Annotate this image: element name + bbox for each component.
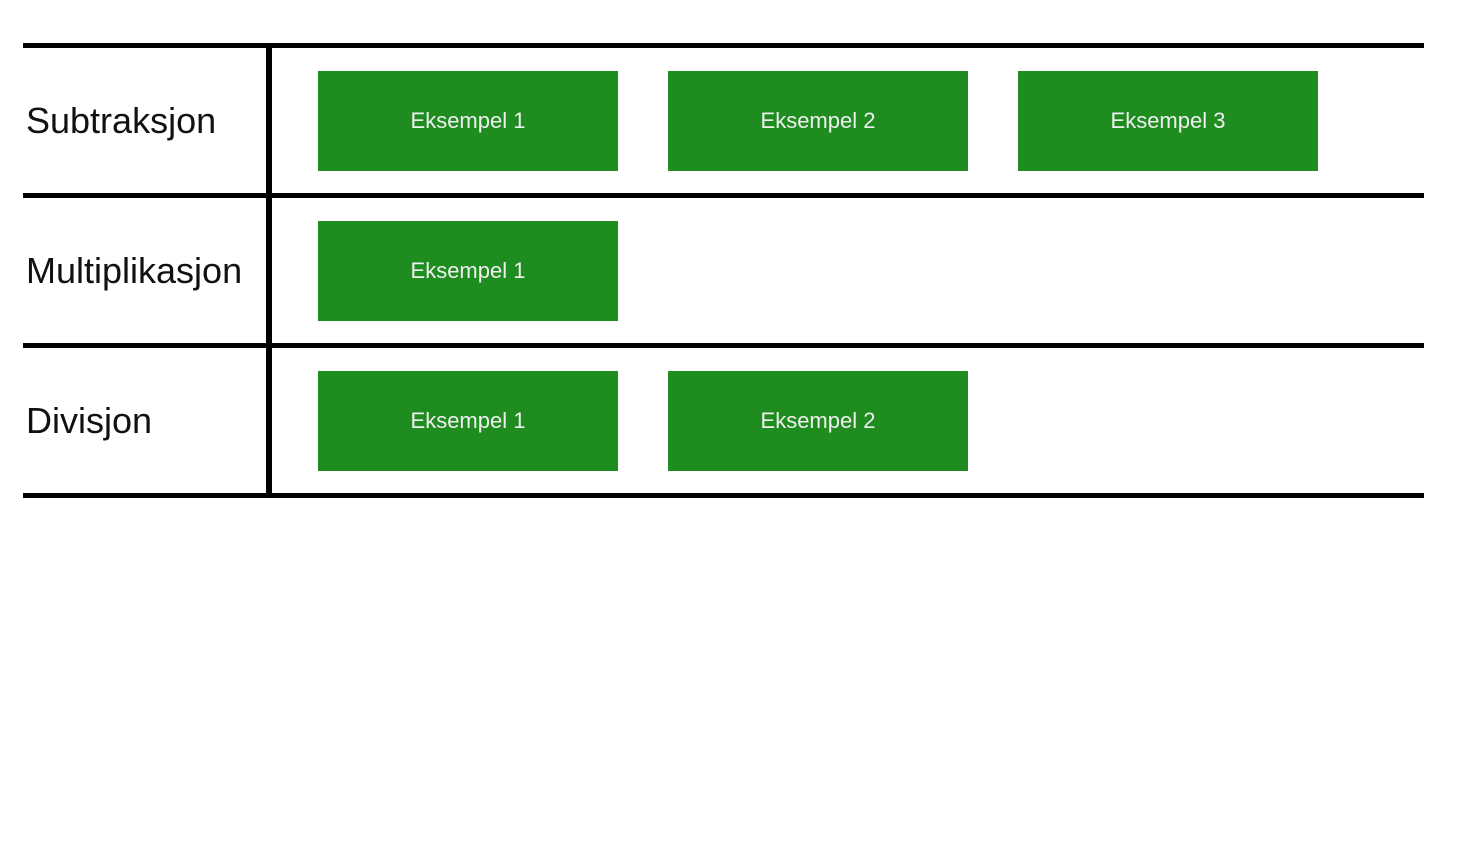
- eksempel-button[interactable]: Eksempel 1: [318, 220, 618, 321]
- eksempel-button[interactable]: Eksempel 3: [1018, 70, 1318, 171]
- row-content-cell: Eksempel 1 Eksempel 2: [272, 348, 1424, 493]
- row-label: Multiplikasjon: [26, 249, 243, 291]
- row-label-cell: Subtraksjon: [23, 48, 272, 193]
- table-row-divisjon: Divisjon Eksempel 1 Eksempel 2: [23, 348, 1424, 493]
- row-content-cell: Eksempel 1 Eksempel 2 Eksempel 3: [272, 48, 1424, 193]
- row-label: Subtraksjon: [26, 99, 217, 141]
- eksempel-button[interactable]: Eksempel 1: [318, 70, 618, 171]
- row-label: Divisjon: [26, 399, 153, 441]
- row-content-cell: Eksempel 1: [272, 198, 1424, 343]
- eksempel-button[interactable]: Eksempel 1: [318, 370, 618, 471]
- table-row-subtraksjon: Subtraksjon Eksempel 1 Eksempel 2 Eksemp…: [23, 48, 1424, 198]
- examples-table: Subtraksjon Eksempel 1 Eksempel 2 Eksemp…: [23, 43, 1424, 498]
- eksempel-button[interactable]: Eksempel 2: [668, 370, 968, 471]
- row-label-cell: Divisjon: [23, 348, 272, 493]
- eksempel-button[interactable]: Eksempel 2: [668, 70, 968, 171]
- table-row-multiplikasjon: Multiplikasjon Eksempel 1: [23, 198, 1424, 348]
- row-label-cell: Multiplikasjon: [23, 198, 272, 343]
